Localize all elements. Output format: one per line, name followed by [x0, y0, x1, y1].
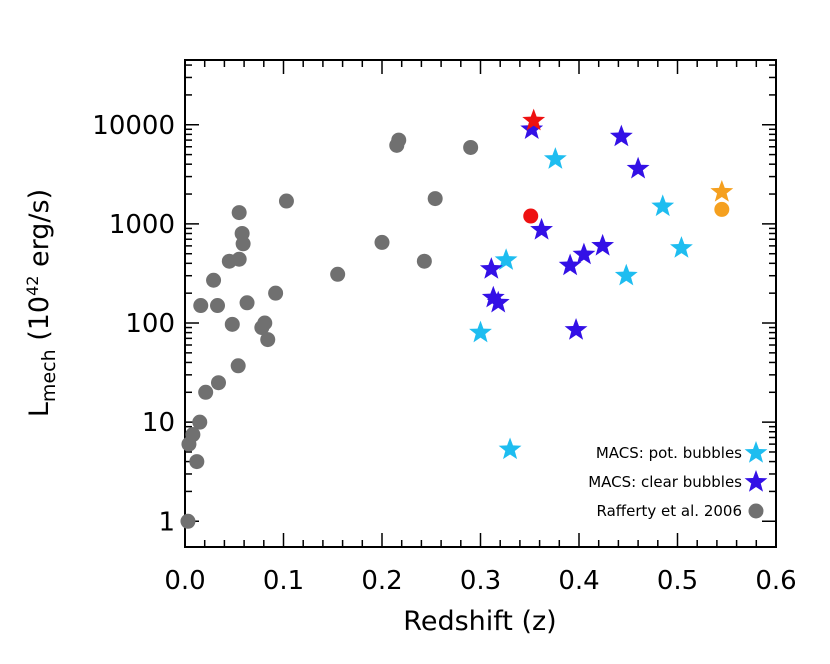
- data-points: [180, 108, 734, 529]
- x-tick-label: 0.0: [164, 566, 205, 596]
- rafferty-point: [210, 298, 226, 314]
- x-axis-ticks: 0.0 0.1 0.2 0.3 0.4 0.5 0.6: [164, 60, 797, 596]
- rafferty-point: [198, 384, 214, 400]
- y-axis-title-unit: erg/s): [24, 189, 55, 276]
- highlight_orange_circle-point: [714, 201, 730, 217]
- clear_bubbles-point: [609, 124, 633, 147]
- legend-label: MACS: pot. bubbles: [596, 444, 742, 462]
- clear_bubbles-point: [591, 233, 615, 256]
- clear_bubbles-point: [479, 257, 503, 279]
- highlight_orange_star-point: [710, 179, 734, 202]
- x-tick-label: 0.4: [558, 566, 599, 596]
- y-axis-title-sub: mech: [38, 349, 60, 402]
- rafferty-point: [193, 298, 209, 314]
- rafferty-point: [260, 332, 276, 348]
- rafferty-point: [427, 191, 443, 207]
- legend-clear_bubbles-marker: [744, 470, 768, 492]
- clear_bubbles-point: [564, 318, 588, 340]
- clear_bubbles-point: [572, 242, 596, 265]
- rafferty-point: [391, 132, 407, 148]
- y-tick-label: 100: [125, 309, 175, 339]
- pot_bubbles-point: [543, 147, 567, 169]
- rafferty-point: [224, 316, 240, 332]
- pot_bubbles-point: [498, 437, 522, 460]
- rafferty-point: [374, 234, 390, 250]
- y-tick-label: 10000: [92, 111, 175, 141]
- y-tick-label: 10: [142, 408, 175, 438]
- rafferty-point: [278, 193, 294, 209]
- clear_bubbles-point: [481, 285, 505, 308]
- rafferty-point: [185, 427, 201, 443]
- y-tick-label: 1000: [109, 210, 175, 240]
- clear_bubbles-point: [486, 290, 510, 313]
- x-tick-label: 0.5: [657, 566, 698, 596]
- rafferty-point: [206, 272, 222, 288]
- rafferty-point: [416, 253, 432, 269]
- pot_bubbles-point: [651, 194, 675, 217]
- clear_bubbles-point: [530, 217, 553, 240]
- x-tick-label: 0.2: [361, 566, 402, 596]
- pot_bubbles-point: [614, 263, 638, 286]
- rafferty-point: [463, 139, 479, 155]
- rafferty-point: [235, 236, 251, 252]
- y-axis-title: Lmech (1042 erg/s): [23, 189, 60, 417]
- clear_bubbles-point: [520, 117, 544, 139]
- rafferty-point: [231, 205, 247, 221]
- clear_bubbles-point: [558, 253, 582, 276]
- legend-label: Rafferty et al. 2006: [597, 502, 743, 520]
- highlight_red_circle-point: [523, 208, 539, 224]
- pot_bubbles-point: [469, 320, 492, 343]
- rafferty-point: [231, 251, 247, 267]
- legend-label: MACS: clear bubbles: [588, 473, 742, 491]
- x-axis-title: Redshift (z): [403, 606, 556, 637]
- rafferty-point: [189, 454, 205, 470]
- y-axis-ticks: 1 10 100 1000 10000: [92, 64, 776, 537]
- x-tick-label: 0.3: [460, 566, 501, 596]
- rafferty-point: [257, 315, 273, 331]
- x-tick-label: 0.1: [263, 566, 304, 596]
- x-tick-label: 0.6: [755, 566, 796, 596]
- legend-rafferty-marker: [748, 503, 764, 519]
- pot_bubbles-point: [494, 248, 518, 270]
- rafferty-point: [210, 375, 226, 391]
- clear_bubbles-point: [626, 156, 650, 179]
- highlight_red_star-point: [522, 108, 546, 131]
- rafferty-point: [180, 513, 196, 529]
- rafferty-point: [230, 358, 246, 374]
- rafferty-point: [330, 266, 346, 282]
- rafferty-point: [239, 295, 255, 311]
- y-axis-title-main: L: [24, 402, 55, 417]
- legend-pot_bubbles-marker: [744, 441, 768, 463]
- rafferty-point: [192, 414, 208, 430]
- y-axis-title-paren: (10: [24, 296, 55, 349]
- y-axis-title-exp: 42: [23, 276, 42, 296]
- pot_bubbles-point: [670, 236, 693, 258]
- rafferty-point: [268, 285, 284, 301]
- y-tick-label: 1: [158, 507, 175, 537]
